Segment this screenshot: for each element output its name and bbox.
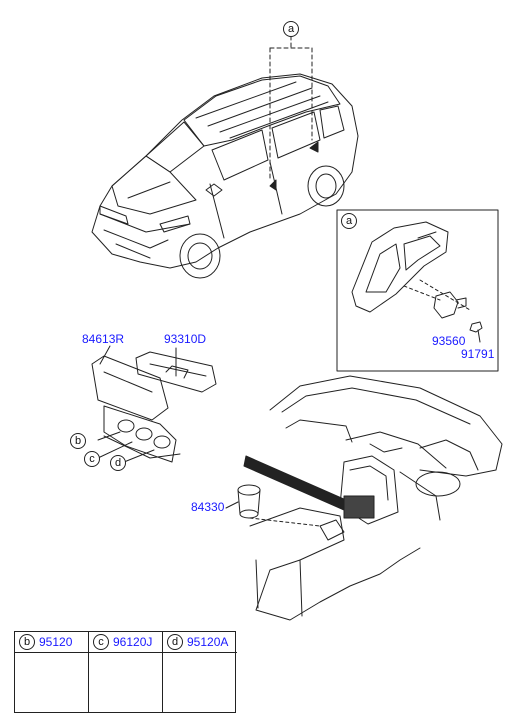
- part-number-84330: 84330: [191, 500, 225, 514]
- legend-letter-c: c: [93, 634, 109, 650]
- callout-a-inset: a: [341, 213, 357, 229]
- part-number-91791: 91791: [461, 347, 495, 361]
- callout-d: d: [110, 455, 126, 471]
- callout-a-leader: [269, 35, 313, 181]
- bulb-91791: [469, 321, 483, 343]
- part-number-84613R: 84613R: [82, 332, 125, 346]
- bulb-socket-93560: [433, 291, 467, 319]
- part-number-93560: 93560: [432, 334, 466, 348]
- console-leader-lines: [97, 345, 177, 463]
- cup-holder-84330: [237, 484, 261, 519]
- legend-part-95120A: 95120A: [187, 635, 229, 649]
- dashboard-illustration: [243, 375, 503, 621]
- console-switch-assembly: [91, 351, 217, 463]
- detail-a-box: [336, 209, 499, 372]
- legend-head-b: b 95120: [15, 632, 88, 653]
- callout-b: b: [70, 433, 86, 449]
- legend-letter-b: b: [19, 634, 35, 650]
- legend-cell-d: d 95120A: [163, 632, 237, 712]
- door-trim-drawing: [351, 221, 449, 313]
- legend-cell-b: b 95120: [15, 632, 89, 712]
- legend-cell-c: c 96120J: [89, 632, 163, 712]
- callout-c: c: [84, 451, 100, 467]
- cup-holder-leader: [225, 501, 239, 509]
- part-number-93310D: 93310D: [164, 332, 207, 346]
- legend-part-95120: 95120: [39, 635, 73, 649]
- legend-table: b 95120 c 96120J d 95120A: [14, 631, 237, 713]
- legend-head-c: c 96120J: [89, 632, 162, 653]
- legend-letter-d: d: [167, 634, 183, 650]
- vehicle-illustration: [91, 73, 359, 279]
- callout-a-top: a: [283, 21, 299, 37]
- legend-part-96120J: 96120J: [113, 635, 153, 649]
- legend-head-d: d 95120A: [163, 632, 237, 653]
- inset-leader-lines: [403, 279, 471, 311]
